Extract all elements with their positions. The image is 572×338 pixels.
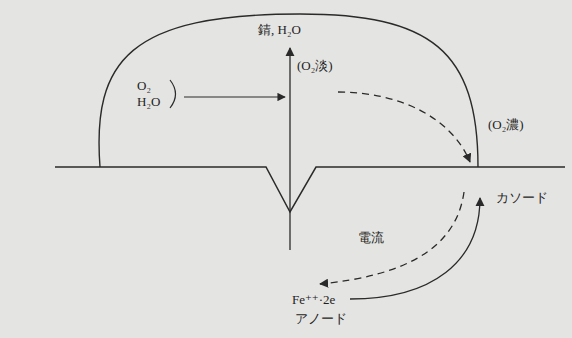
node-text: (O₂淡) bbox=[297, 58, 333, 74]
annotation-label: カソード bbox=[496, 190, 548, 206]
node-text: O₂ H₂O bbox=[137, 78, 167, 111]
electron-arrow bbox=[350, 198, 480, 299]
dome-outline-path bbox=[99, 14, 478, 167]
annotation-label: (O₂濃) bbox=[488, 117, 524, 133]
current-arrow bbox=[320, 192, 464, 284]
axis-arrow bbox=[289, 48, 290, 250]
rust-dome: 錆, H₂O (O₂淡) O₂ H₂O bbox=[90, 8, 490, 170]
bracket bbox=[170, 80, 176, 108]
annotation-label: Fe⁺⁺·2e bbox=[292, 292, 335, 308]
annotation-label: アノード bbox=[295, 311, 347, 327]
diffusion-arrow bbox=[184, 96, 285, 97]
metal-surface bbox=[55, 167, 565, 212]
annotation-label: 電流 bbox=[358, 230, 384, 246]
node-text: 錆, H₂O bbox=[258, 22, 301, 38]
oxygen-flow-arrow bbox=[338, 92, 470, 162]
